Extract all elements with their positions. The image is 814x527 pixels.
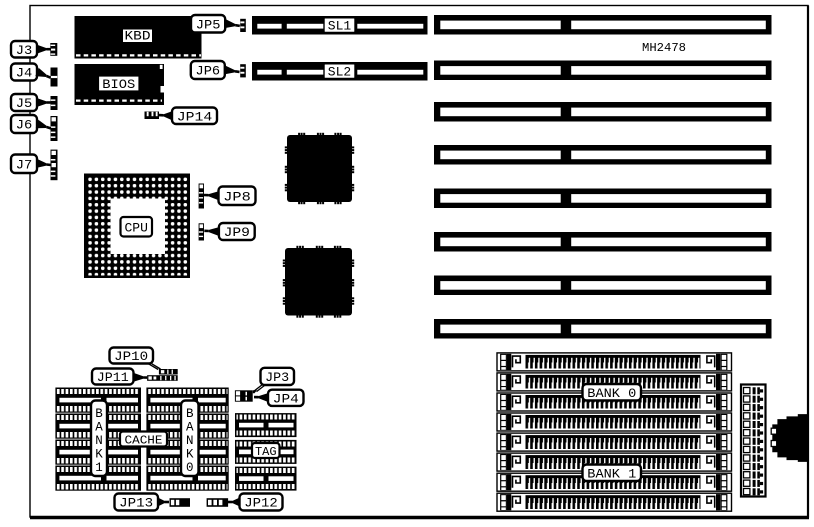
svg-text:N: N xyxy=(95,434,103,448)
svg-text:MH2478: MH2478 xyxy=(642,41,686,55)
svg-text:BANK 1: BANK 1 xyxy=(587,466,636,481)
svg-text:B: B xyxy=(95,407,103,421)
svg-text:BANK 0: BANK 0 xyxy=(587,386,636,401)
svg-text:KBD: KBD xyxy=(125,29,151,44)
svg-text:JP11: JP11 xyxy=(97,370,129,385)
svg-text:0: 0 xyxy=(186,461,194,475)
svg-text:JP14: JP14 xyxy=(177,109,213,124)
svg-text:SL2: SL2 xyxy=(328,64,351,79)
svg-text:JP8: JP8 xyxy=(223,189,251,204)
svg-text:CACHE: CACHE xyxy=(125,433,163,447)
svg-text:J7: J7 xyxy=(16,157,33,172)
svg-text:K: K xyxy=(186,447,194,461)
svg-text:JP12: JP12 xyxy=(244,496,278,511)
svg-text:TAG: TAG xyxy=(255,445,277,459)
svg-text:JP3: JP3 xyxy=(265,370,289,385)
svg-text:JP5: JP5 xyxy=(196,17,221,32)
svg-text:JP10: JP10 xyxy=(114,349,148,364)
svg-text:SL1: SL1 xyxy=(328,18,352,33)
svg-text:N: N xyxy=(186,434,194,448)
svg-text:JP6: JP6 xyxy=(196,64,221,79)
svg-text:K: K xyxy=(95,447,103,461)
svg-text:JP4: JP4 xyxy=(273,392,299,407)
svg-text:J6: J6 xyxy=(16,118,33,133)
svg-text:BIOS: BIOS xyxy=(102,77,135,92)
svg-text:CPU: CPU xyxy=(124,220,147,235)
svg-text:A: A xyxy=(186,420,194,434)
svg-text:A: A xyxy=(95,420,103,434)
svg-text:J3: J3 xyxy=(16,43,33,58)
svg-text:1: 1 xyxy=(95,461,103,475)
svg-text:B: B xyxy=(186,407,194,421)
svg-text:JP9: JP9 xyxy=(224,225,250,240)
svg-text:J5: J5 xyxy=(16,96,33,111)
svg-text:JP13: JP13 xyxy=(119,496,153,511)
svg-text:J4: J4 xyxy=(16,66,33,81)
